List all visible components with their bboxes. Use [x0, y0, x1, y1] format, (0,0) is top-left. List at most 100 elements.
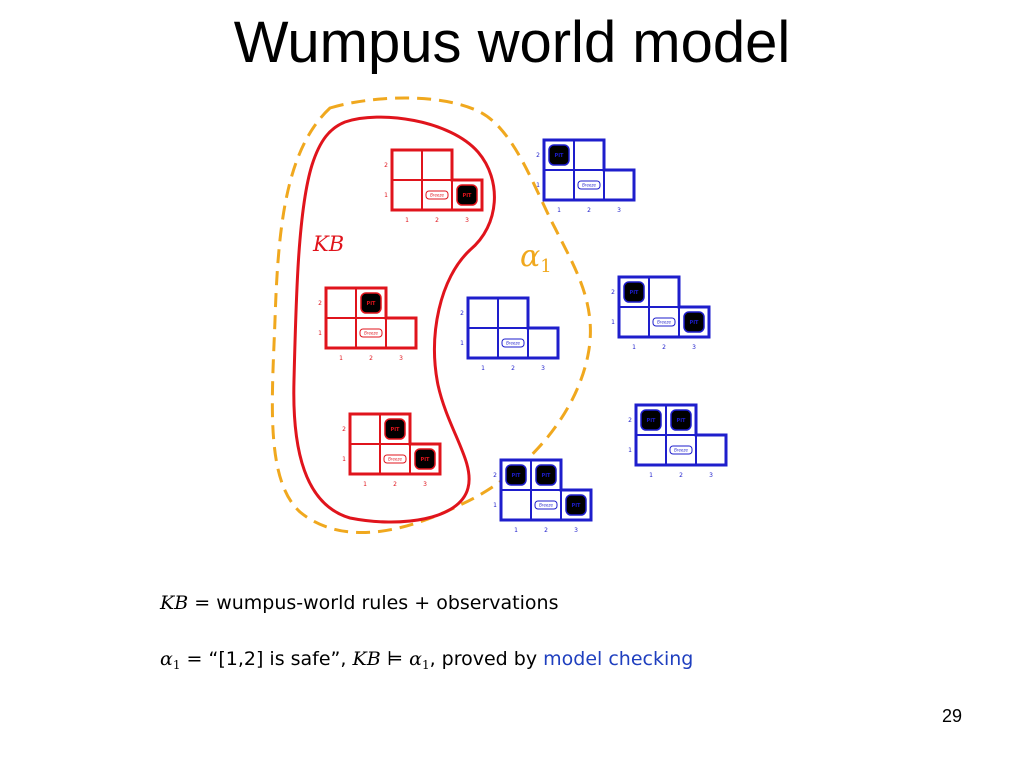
- breeze-icon: [577, 180, 601, 190]
- row-number: 2: [318, 300, 322, 307]
- row-number: 1: [384, 192, 388, 199]
- proved-by-text: , proved by: [429, 648, 538, 670]
- column-number: 1: [481, 365, 485, 372]
- column-number: 2: [679, 472, 683, 479]
- entails-symbol: ⊨: [386, 648, 404, 670]
- row-number: 2: [493, 472, 497, 479]
- row-number: 1: [460, 340, 464, 347]
- row-number: 1: [536, 182, 540, 189]
- grid-cell: [349, 413, 381, 445]
- breeze-icon: [534, 500, 558, 510]
- grid-outline: [617, 275, 711, 339]
- column-number: 2: [662, 344, 666, 351]
- pit-label: PIT: [367, 301, 377, 307]
- row-number: 1: [318, 330, 322, 337]
- breeze-icon: [359, 328, 383, 338]
- grid-cell: [648, 276, 680, 308]
- grid-cell: [325, 317, 357, 349]
- pit-icon: [623, 281, 645, 303]
- column-number: 1: [405, 217, 409, 224]
- column-number: 3: [617, 207, 621, 214]
- equals-sign: =: [194, 592, 211, 614]
- model-grid: Breeze PIT PIT 1 2 3 1 2: [342, 412, 442, 488]
- column-number: 1: [363, 481, 367, 488]
- grid-cell: [618, 306, 650, 338]
- grid-cell: [325, 287, 357, 319]
- alpha1-label: α1: [520, 239, 552, 277]
- column-number: 1: [557, 207, 561, 214]
- caption-kb-definition: KB = wumpus-world rules + observations: [160, 590, 558, 616]
- grid-outline: [634, 403, 728, 467]
- pit-label: PIT: [542, 473, 552, 479]
- grid-cell: [421, 149, 453, 181]
- column-number: 1: [514, 527, 518, 534]
- row-number: 2: [384, 162, 388, 169]
- column-number: 2: [587, 207, 591, 214]
- grid-cell: [573, 139, 605, 171]
- pit-icon: [384, 418, 406, 440]
- column-number: 3: [541, 365, 545, 372]
- row-number: 1: [493, 502, 497, 509]
- row-number: 2: [342, 426, 346, 433]
- equals-sign: =: [186, 648, 203, 670]
- pit-label: PIT: [555, 153, 565, 159]
- row-number: 1: [611, 319, 615, 326]
- breeze-icon: [652, 317, 676, 327]
- pit-label: PIT: [512, 473, 522, 479]
- column-number: 1: [632, 344, 636, 351]
- pit-icon: [535, 464, 557, 486]
- grid-outline: [390, 148, 484, 212]
- pit-icon: [670, 409, 692, 431]
- alpha-symbol: α: [409, 648, 422, 670]
- pit-label: PIT: [421, 457, 431, 463]
- grid-outline: [348, 412, 442, 476]
- alpha1-symbol: α: [520, 239, 540, 274]
- pit-label: PIT: [647, 418, 657, 424]
- column-number: 3: [423, 481, 427, 488]
- grid-cell: [603, 169, 635, 201]
- grid-cell: [695, 434, 727, 466]
- column-number: 1: [649, 472, 653, 479]
- breeze-label: Breeze: [506, 341, 520, 346]
- kb-boundary: [292, 115, 496, 524]
- column-number: 2: [393, 481, 397, 488]
- breeze-label: Breeze: [657, 320, 671, 325]
- grid-outline: [466, 296, 560, 360]
- column-number: 3: [399, 355, 403, 362]
- kb-label: KB: [312, 232, 344, 256]
- breeze-label: Breeze: [582, 183, 596, 188]
- alpha-subscript: 1: [421, 658, 430, 672]
- breeze-label: Breeze: [674, 448, 688, 453]
- model-checking-link[interactable]: model checking: [543, 648, 694, 670]
- pit-label: PIT: [690, 320, 700, 326]
- alpha-subscript: 1: [172, 658, 181, 672]
- breeze-label: Breeze: [430, 193, 444, 198]
- grid-cell: [349, 443, 381, 475]
- breeze-icon: [383, 454, 407, 464]
- column-number: 3: [709, 472, 713, 479]
- pit-label: PIT: [677, 418, 687, 424]
- column-number: 1: [339, 355, 343, 362]
- pit-icon: [360, 292, 382, 314]
- grid-outline: [499, 458, 593, 522]
- pit-icon: [565, 494, 587, 516]
- pit-label: PIT: [391, 427, 401, 433]
- kb-symbol: KB: [352, 648, 381, 670]
- pit-label: PIT: [630, 290, 640, 296]
- column-number: 3: [692, 344, 696, 351]
- breeze-icon: [501, 338, 525, 348]
- row-number: 2: [611, 289, 615, 296]
- row-number: 1: [342, 456, 346, 463]
- kb-definition-text: wumpus-world rules + observations: [216, 592, 559, 614]
- slide-title: Wumpus world model: [233, 10, 791, 75]
- row-number: 2: [536, 152, 540, 159]
- grid-cell: [391, 179, 423, 211]
- pit-label: PIT: [463, 193, 473, 199]
- column-number: 2: [435, 217, 439, 224]
- pit-icon: [414, 448, 436, 470]
- breeze-label: Breeze: [388, 457, 402, 462]
